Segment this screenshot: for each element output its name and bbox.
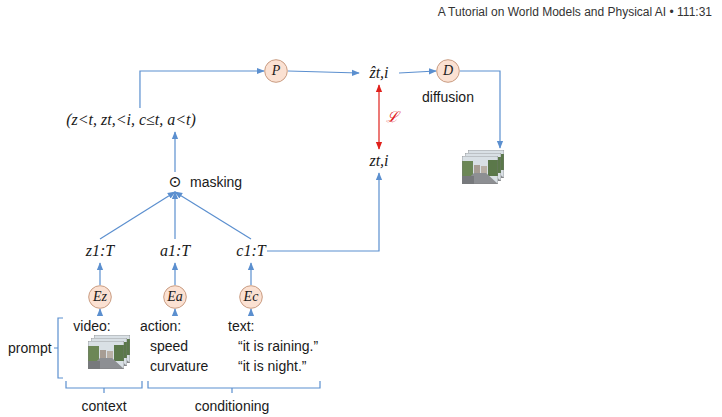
masking-operator: ⊙masking xyxy=(167,172,183,192)
loss-arrow xyxy=(378,85,379,149)
node-text: Ez xyxy=(93,287,107,307)
node-text: action: xyxy=(140,316,181,336)
circle-shape xyxy=(89,286,112,309)
group-label: conditioning xyxy=(184,396,280,416)
video-frame xyxy=(462,156,498,184)
circle-shape xyxy=(437,60,460,83)
node-text: a1:T xyxy=(160,241,190,261)
flow-arrow xyxy=(175,192,251,239)
circle-shape xyxy=(164,286,187,309)
decoder-circle: Ddiffusion xyxy=(436,59,460,83)
flow-arrow xyxy=(399,71,436,73)
circle-shape xyxy=(265,60,288,83)
node-subtext: diffusion xyxy=(412,87,484,107)
video-thumbnail xyxy=(88,335,130,369)
flow-arrow xyxy=(100,192,175,239)
running-header: A Tutorial on World Models and Physical … xyxy=(380,2,712,22)
node-text: video: xyxy=(73,316,110,336)
node-subtext: “it is raining.” xyxy=(228,336,318,356)
context-tuple: (z<t, zt,<i, c≤t, a<t) xyxy=(62,108,200,132)
conditioning-bracket xyxy=(148,381,320,393)
flow-arrow xyxy=(267,173,379,251)
flow-arrow xyxy=(140,71,264,108)
flow-arrow xyxy=(250,309,251,316)
edge-label: ℒ xyxy=(386,107,398,127)
node-subtext: masking xyxy=(190,172,260,192)
video-input: video: xyxy=(56,316,128,374)
flow-arrow xyxy=(288,71,359,73)
flow-arrow xyxy=(99,263,100,285)
condition-sequence: c1:T xyxy=(235,239,267,263)
node-subtext: speed xyxy=(140,336,188,356)
node-text: text: xyxy=(228,316,254,336)
node-text: P xyxy=(272,61,281,81)
flow-arrow xyxy=(174,132,175,172)
node-text: D xyxy=(443,61,453,81)
predicted-latent: ẑt,i xyxy=(359,61,399,85)
action-input: action:speedcurvature xyxy=(140,316,224,378)
output-arrow xyxy=(460,71,500,148)
node-text: z1:T xyxy=(86,241,114,261)
flow-arrow xyxy=(174,309,175,316)
node-text: ẑt,i xyxy=(369,63,388,83)
flow-arrow xyxy=(250,263,251,285)
target-latent: zt,i xyxy=(362,149,396,173)
node-text: c1:T xyxy=(236,241,265,261)
text-input: text:“it is raining.”“it is night.” xyxy=(228,316,360,378)
group-label: context xyxy=(74,396,134,416)
node-text: (z<t, zt,<i, c≤t, a<t) xyxy=(66,110,196,130)
circle-shape xyxy=(240,286,263,309)
node-text: Ec xyxy=(244,287,259,307)
node-subtext: “it is night.” xyxy=(228,356,306,376)
node-text: Ea xyxy=(167,287,183,307)
node-subtext: curvature xyxy=(140,356,208,376)
encoder-circle: Ec xyxy=(239,285,263,309)
flow-arrow xyxy=(174,263,175,285)
encoder-circle: Ea xyxy=(163,285,187,309)
action-sequence: a1:T xyxy=(159,239,191,263)
group-label: prompt xyxy=(8,338,54,358)
predictor-circle: P xyxy=(264,59,288,83)
output-video xyxy=(462,150,504,184)
encoder-circle: Ez xyxy=(88,285,112,309)
flow-arrow xyxy=(99,309,100,316)
latent-sequence: z1:T xyxy=(84,239,116,263)
node-text: zt,i xyxy=(369,151,388,171)
context-bracket xyxy=(66,381,142,393)
prompt-bracket xyxy=(54,318,63,378)
video-frame xyxy=(88,341,124,369)
flow-arrow xyxy=(174,192,175,239)
node-text: ⊙ xyxy=(168,172,181,192)
